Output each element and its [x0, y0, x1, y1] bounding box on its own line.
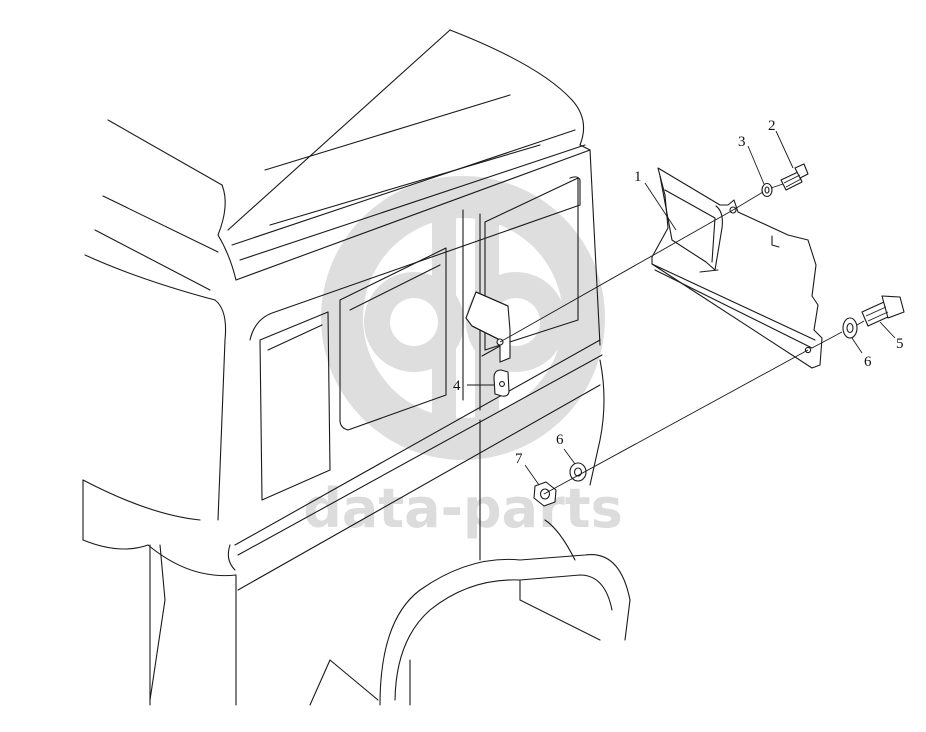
watermark: data-parts: [303, 176, 623, 540]
callout-2: 2: [768, 118, 776, 134]
assembly-lines: [499, 183, 865, 495]
watermark-logo: [321, 176, 605, 460]
callout-6-right: 6: [864, 354, 872, 370]
callout-labels: 1 2 3 4 5 6 6 7: [453, 118, 904, 467]
callout-1: 1: [634, 169, 642, 185]
bolt-part-5: [861, 295, 905, 327]
callout-3: 3: [738, 134, 746, 150]
cab-body: [82, 29, 631, 706]
callout-4: 4: [453, 378, 461, 394]
callout-leaders: [467, 130, 896, 486]
bolt-part-2: [780, 163, 809, 191]
spacer-plate-part-4: [493, 369, 510, 397]
mudguard-panel-part-1: [651, 167, 823, 369]
washer-part-6-right: [842, 317, 858, 339]
callout-6-lower: 6: [556, 432, 564, 448]
washer-part-6-lower: [569, 462, 587, 482]
watermark-text: data-parts: [303, 477, 622, 540]
callout-5: 5: [896, 336, 904, 352]
cab-bracket: [465, 291, 511, 363]
callout-7: 7: [515, 451, 523, 467]
washer-part-3: [761, 182, 773, 198]
nut-part-7: [533, 481, 557, 507]
